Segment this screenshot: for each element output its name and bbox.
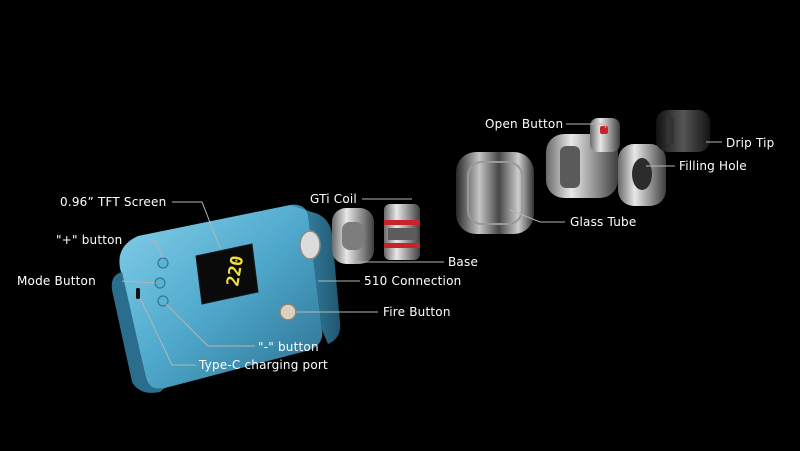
open-button-leader xyxy=(566,123,607,129)
label-gti-coil: GTi Coil xyxy=(310,192,357,206)
plus-button-leader xyxy=(149,239,164,259)
label-510-connection: 510 Connection xyxy=(364,274,462,288)
mode-button-leader xyxy=(121,280,156,284)
top-cap-part xyxy=(546,118,666,206)
fire-button-icon xyxy=(279,303,297,321)
glass-tube-part xyxy=(456,152,534,234)
label-screen: 0.96” TFT Screen xyxy=(60,195,167,209)
gti-coil-part xyxy=(384,204,420,260)
typec-port-leader xyxy=(139,297,196,366)
plus-button-icon xyxy=(157,257,169,269)
label-filling-hole: Filling Hole xyxy=(679,159,747,173)
label-drip-tip: Drip Tip xyxy=(726,136,775,150)
label-typec-port: Type-C charging port xyxy=(199,358,328,372)
label-mode-button: Mode Button xyxy=(17,274,96,288)
label-minus-button: "-" button xyxy=(258,340,319,354)
tft-screen: 220 xyxy=(195,243,259,305)
glass-tube-leader xyxy=(509,209,565,223)
label-base: Base xyxy=(448,255,479,269)
typec-port-icon xyxy=(136,288,140,299)
leader-lines xyxy=(121,123,722,366)
minus-button-leader xyxy=(165,303,255,347)
label-fire-button: Fire Button xyxy=(383,305,451,319)
label-open-button: Open Button xyxy=(485,117,564,131)
label-plus-button: "+" button xyxy=(56,233,123,247)
connection-510-icon xyxy=(299,230,321,260)
base-part xyxy=(332,208,374,264)
drip-tip-part xyxy=(656,110,710,152)
mode-button-icon xyxy=(154,277,166,289)
label-glass-tube: Glass Tube xyxy=(570,215,637,229)
minus-button-icon xyxy=(157,295,169,307)
screen-leader xyxy=(172,201,221,249)
